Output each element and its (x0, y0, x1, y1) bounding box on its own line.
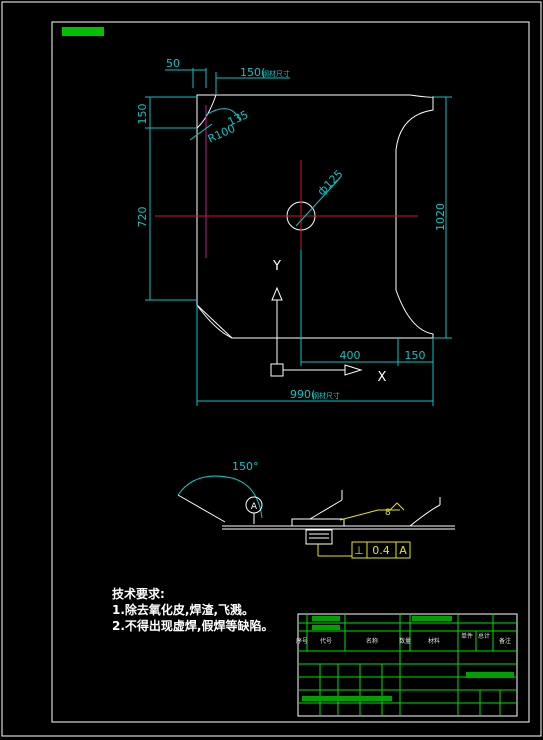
tolerance-value: 0.4 (372, 544, 390, 557)
dim-150-left (145, 96, 197, 129)
dim-150-bottom (398, 338, 434, 366)
notes-heading: 技术要求: (112, 586, 165, 601)
phi125-label: ф125 (315, 167, 346, 198)
th-unit: 单件 (461, 632, 473, 640)
coordinate-axes (270, 286, 363, 377)
angle-150-label: 150° (232, 460, 259, 473)
th-total: 总计 (478, 632, 490, 640)
dim-400-label: 400 (340, 349, 361, 362)
title-block (297, 613, 518, 717)
dim-990-note: 钢材尺寸 (312, 391, 340, 400)
dim-990 (196, 305, 434, 406)
plate-bottom-chamfer (196, 304, 233, 339)
dim-50-label: 50 (166, 57, 180, 70)
phi125-leader (295, 177, 341, 227)
dim-150-top-label: 150( (240, 66, 265, 79)
axis-y-label: Y (272, 259, 281, 274)
dim-50 (165, 68, 207, 88)
title-tag-box (62, 27, 104, 36)
th-seq: 序号 (296, 637, 308, 645)
th-material: 材料 (428, 637, 440, 645)
weld-leader-1 (309, 499, 343, 520)
dim-720 (145, 128, 197, 301)
notes-item-2: 2.不得出现虚焊,假焊等缺陷。 (112, 618, 273, 633)
th-qty: 数量 (399, 637, 411, 645)
weld-symbol-triangle (389, 502, 405, 511)
tolerance-symbol: ⊥ (354, 544, 364, 557)
th-remark: 备注 (499, 637, 511, 645)
dim-150-top-note: 钢材尺寸 (262, 69, 290, 78)
th-code: 代号 (320, 637, 332, 645)
th-name: 名称 (366, 637, 378, 645)
tolerance-datum: A (399, 544, 407, 557)
dim-720-label: 720 (136, 207, 149, 228)
weld-size: 8 (385, 508, 391, 518)
angle-150-arc (177, 475, 263, 519)
dim-150-left-label: 150 (136, 104, 149, 125)
datum-label: A (251, 502, 258, 512)
plate-outline (196, 94, 434, 339)
notes-item-1: 1.除去氧化皮,焊渣,飞溅。 (112, 602, 254, 617)
inner-frame (51, 21, 530, 723)
dim-150-top (215, 72, 290, 94)
dim-400 (300, 250, 399, 366)
weld-symbol-leader (339, 509, 400, 521)
dim-150-bottom-label: 150 (405, 349, 426, 362)
dim-990-label: 990( (290, 388, 315, 401)
dim-1020-label: 1020 (434, 203, 447, 231)
axis-x-label: X (378, 370, 387, 385)
side-boss (291, 518, 345, 527)
dim-1020 (433, 96, 452, 339)
side-bent-edge (177, 494, 226, 523)
nut-body (305, 529, 333, 545)
tolerance-frame (317, 541, 411, 559)
weld-leader-2 (409, 504, 441, 527)
dim-135-arc (205, 108, 241, 121)
r100-leader (189, 123, 213, 141)
